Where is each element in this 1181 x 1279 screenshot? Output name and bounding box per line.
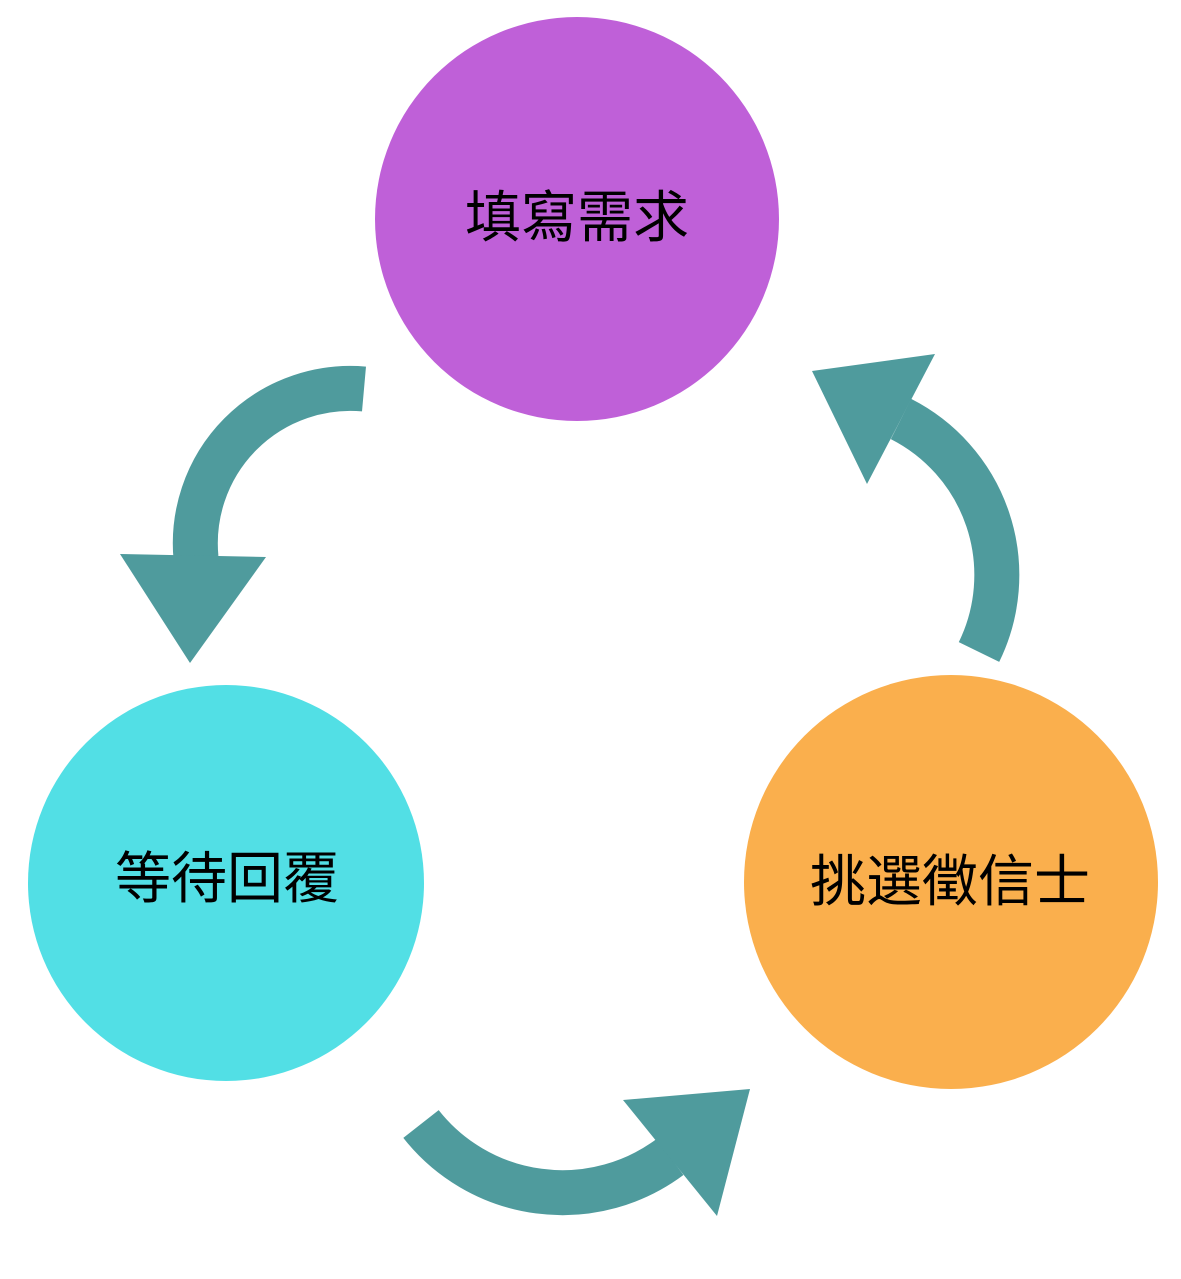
arrow-top-to-left-arc [172,365,366,561]
arrow-right-to-top-head-icon [812,354,935,484]
arrow-left-to-right [403,1089,750,1216]
arrow-top-to-left-head-icon [120,554,266,663]
arrow-right-to-top-arc [890,398,1020,662]
arrow-left-to-right-head-icon [623,1089,750,1216]
node-circle-wait-reply [28,685,424,1081]
node-label-fill-request: 填寫需求 [465,188,689,251]
arrow-top-to-left [120,365,366,663]
node-circle-choose-investigator [744,675,1158,1089]
node-circle-fill-request [375,17,779,421]
node-label-wait-reply: 等待回覆 [115,849,339,912]
node-label-choose-investigator: 挑選徵信士 [810,852,1090,915]
arrow-right-to-top [812,354,1020,662]
arrow-left-to-right-arc [403,1109,684,1216]
